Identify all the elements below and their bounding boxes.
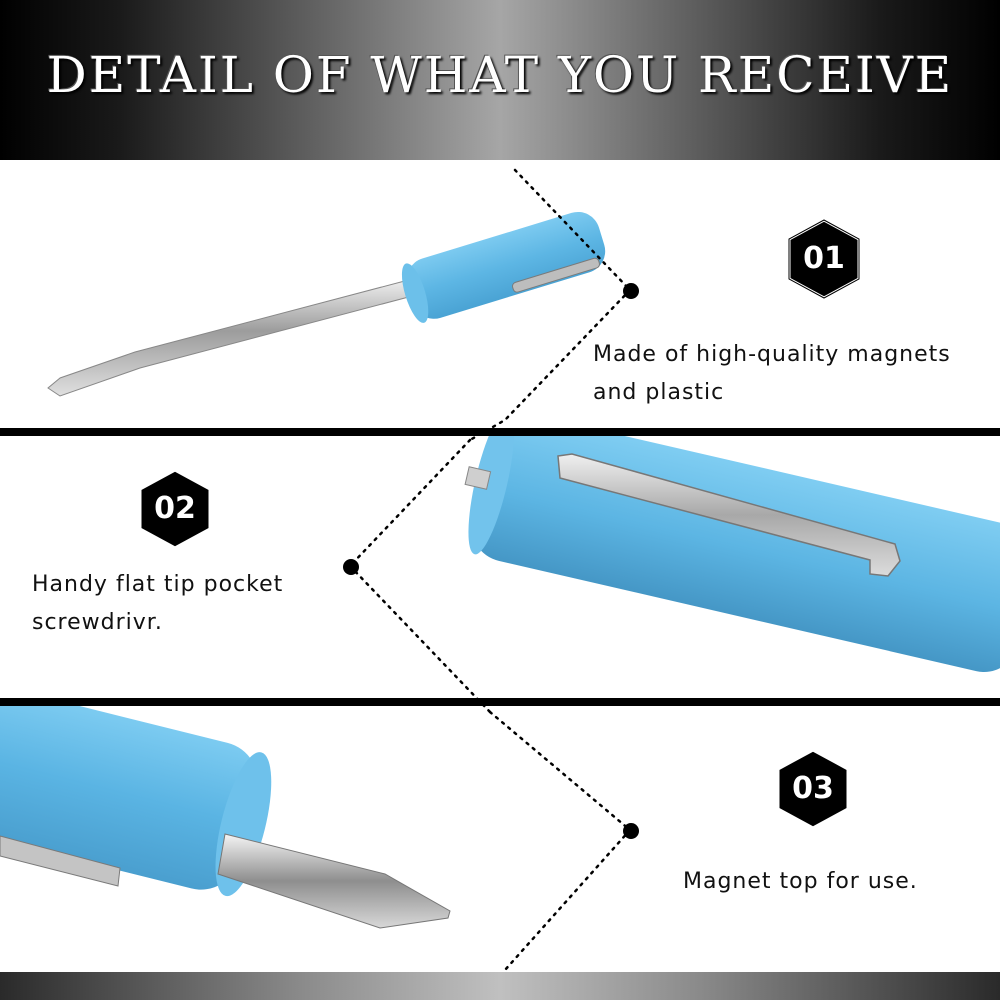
dot-icon [623,823,639,839]
section-divider [0,698,1000,706]
feature-description-2: Handy flat tip pocket screwdrivr. [32,566,283,642]
hexagon-icon [776,748,850,830]
header-banner: DETAIL OF WHAT YOU RECEIVE [0,0,1000,160]
flat-screwdriver-image [47,211,606,397]
section-divider [0,428,1000,436]
dot-icon [623,283,639,299]
feature-description-3: Magnet top for use. [683,863,918,901]
feature-panel-3: 03 Magnet top for use. [0,706,1000,972]
dot-icon [343,559,359,575]
step-badge-01: 01 [786,218,862,300]
description-line: Made of high-quality magnets [593,342,951,367]
badge-number: 01 [803,241,845,276]
page-title: DETAIL OF WHAT YOU RECEIVE [46,46,954,104]
description-line: and plastic [593,380,725,405]
description-line: screwdrivr. [32,610,163,635]
step-badge-02: 02 [137,468,213,550]
phillips-screwdriver-image [0,706,451,929]
description-line: Handy flat tip pocket [32,572,284,597]
feature-panel-1: 01 Made of high-quality magnets and plas… [0,168,1000,428]
badge-number: 03 [792,771,834,806]
badge-number: 02 [154,491,196,526]
footer-bar [0,972,1000,1000]
hexagon-icon [138,468,212,550]
description-line: Magnet top for use. [683,869,918,894]
feature-description-1: Made of high-quality magnets and plastic [593,336,951,412]
pocket-clip-handle-image [464,436,1000,672]
hexagon-icon [787,218,861,300]
step-badge-03: 03 [775,748,851,830]
feature-panel-2: 02 Handy flat tip pocket screwdrivr. [0,436,1000,698]
